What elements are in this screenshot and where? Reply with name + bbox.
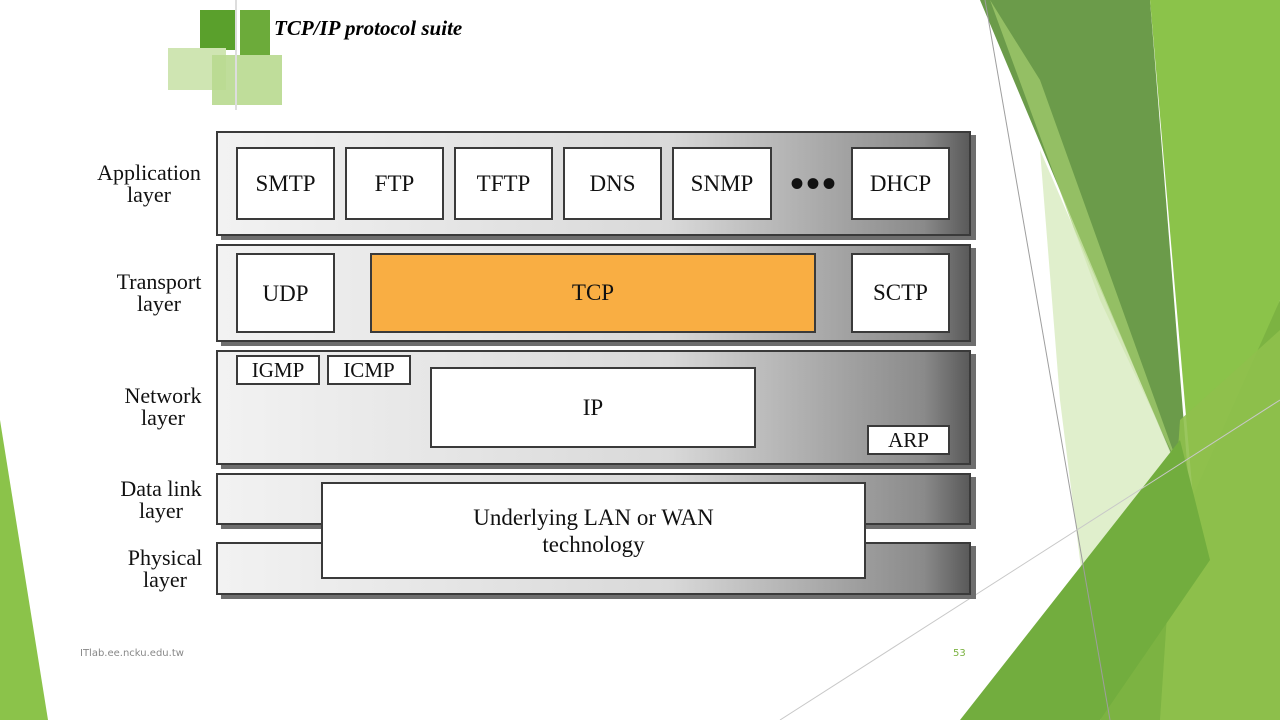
page-number: 53 — [953, 648, 966, 659]
deco-square — [240, 10, 270, 55]
arp-box: ARP — [867, 425, 950, 455]
underlying-line1: Underlying LAN or WAN — [473, 504, 714, 530]
igmp-box: IGMP — [236, 355, 320, 385]
deco-square — [212, 55, 282, 105]
underlying-technology-box: Underlying LAN or WAN technology — [321, 482, 866, 579]
deco-shape — [0, 420, 48, 720]
sctp-box: SCTP — [851, 253, 950, 333]
network-layer-label: Network layer — [124, 383, 202, 430]
deco-line — [984, 0, 1111, 720]
slide-title: TCP/IP protocol suite — [274, 16, 463, 40]
dhcp-box: DHCP — [851, 147, 950, 220]
ellipsis: ••• — [790, 161, 839, 206]
datalink-layer-label: Data link layer — [120, 476, 202, 523]
icmp-box: ICMP — [327, 355, 411, 385]
deco-shape — [990, 0, 1180, 470]
deco-shape — [1160, 330, 1280, 720]
deco-line — [779, 399, 1280, 720]
ftp-box: FTP — [345, 147, 444, 220]
tftp-box: TFTP — [454, 147, 553, 220]
smtp-box: SMTP — [236, 147, 335, 220]
ip-box: IP — [430, 367, 756, 448]
tcp-box: TCP — [370, 253, 816, 333]
physical-layer-label: Physical layer — [127, 545, 203, 592]
deco-shape — [960, 440, 1210, 720]
deco-square — [200, 10, 236, 50]
footer-url: ITlab.ee.ncku.edu.tw — [80, 648, 184, 659]
application-layer-label: Application layer — [97, 160, 201, 207]
transport-layer-label: Transport layer — [116, 269, 202, 316]
udp-box: UDP — [236, 253, 335, 333]
deco-shape — [1150, 0, 1280, 520]
snmp-box: SNMP — [672, 147, 772, 220]
underlying-line2: technology — [542, 531, 645, 557]
dns-box: DNS — [563, 147, 662, 220]
